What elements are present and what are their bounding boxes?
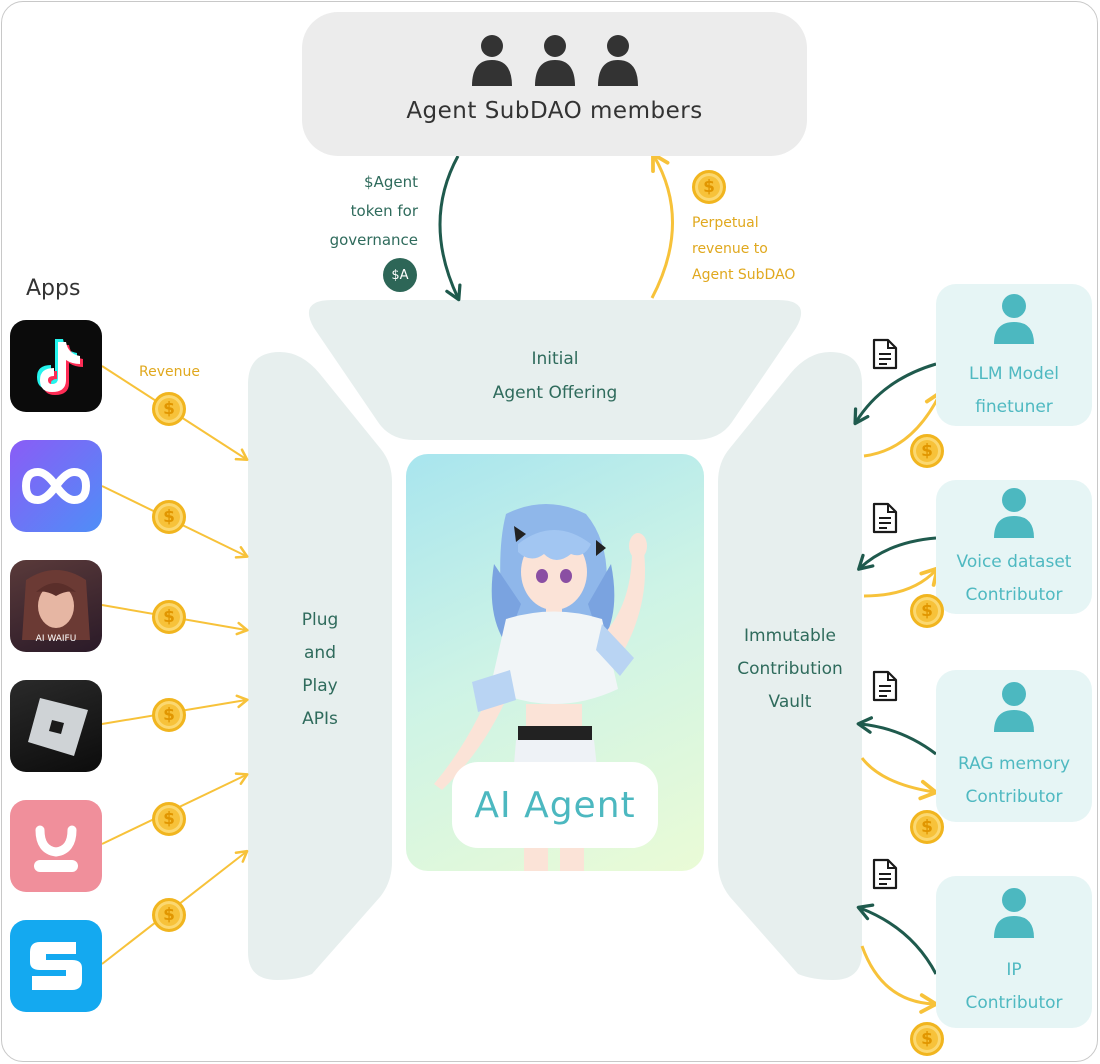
heart-chat-logo [10,800,102,892]
contribution-vault-label: Immutable Contribution Vault [722,620,858,719]
member-icon-3 [596,32,640,86]
document-icon [872,502,898,534]
contributor-line-2: Contributor [936,579,1092,612]
contributor-line-1: Voice dataset [936,546,1092,579]
ai-waifu-app-icon[interactable]: AI WAIFU [10,560,102,652]
roblox-app-icon[interactable] [10,680,102,772]
coin-icon: $ [152,802,186,836]
contributor-llm-finetuner: LLM Model finetuner [936,284,1092,426]
revenue-up-arrow [652,156,673,298]
contributor-voice-dataset: Voice dataset Contributor [936,480,1092,614]
person-icon [994,292,1034,344]
apps-title: Apps [26,276,80,301]
coin-icon: $ [152,600,186,634]
tiktok-logo [10,320,102,412]
document-icon [872,858,898,890]
governance-line-2: token for [302,197,418,226]
contributor-line-2: Contributor [936,987,1092,1020]
heart-chat-app-icon[interactable] [10,800,102,892]
contributor-line-2: Contributor [936,781,1092,814]
initial-offering-label: Initial Agent Offering [432,342,678,410]
governance-arrow [440,156,458,298]
governance-line-1: $Agent [302,168,418,197]
perpetual-line-2: revenue to [692,236,832,262]
contributor-label: Voice dataset Contributor [936,546,1092,612]
apis-line-1: Plug [260,604,380,637]
governance-line-3: governance [302,226,418,255]
ai-agent-label: AI Agent [452,762,658,848]
coin-icon: $ [152,898,186,932]
coin-icon: $ [152,392,186,426]
apis-line-2: and [260,637,380,670]
revenue-label: Revenue [139,364,200,380]
contributor-line-1: LLM Model [936,358,1092,391]
member-icon-2 [533,32,577,86]
vault-line-3: Vault [722,686,858,719]
coin-icon: $ [910,810,944,844]
apis-line-3: Play [260,670,380,703]
document-icon [872,338,898,370]
governance-label: $Agent token for governance [302,168,418,255]
person-icon [994,486,1034,538]
contributor-label: RAG memory Contributor [936,748,1092,814]
contributor-ip: IP Contributor [936,876,1092,1028]
person-icon [994,886,1034,938]
coin-icon: $ [152,698,186,732]
document-icon [872,670,898,702]
sandbox-app-icon[interactable] [10,920,102,1012]
app-revenue-arrows [102,366,246,964]
coin-icon: $ [152,500,186,534]
contributor-line-1: IP [936,954,1092,987]
contributor-label: LLM Model finetuner [936,358,1092,424]
offering-line-1: Initial [432,342,678,376]
coin-icon: $ [692,170,726,204]
vault-line-1: Immutable [722,620,858,653]
plug-and-play-label: Plug and Play APIs [260,604,380,736]
contributor-rag-memory: RAG memory Contributor [936,670,1092,822]
coin-icon: $ [910,594,944,628]
roblox-logo [10,680,102,772]
perpetual-line-3: Agent SubDAO [692,262,832,288]
coin-icon: $ [910,1022,944,1056]
coin-icon: $ [910,434,944,468]
contributor-label: IP Contributor [936,954,1092,1020]
agent-token-badge: $A [383,258,417,292]
person-icon [994,680,1034,732]
tiktok-app-icon[interactable] [10,320,102,412]
contributor-line-2: finetuner [936,391,1092,424]
subdao-title: Agent SubDAO members [302,98,807,124]
offering-line-2: Agent Offering [432,376,678,410]
ai-waifu-label: AI WAIFU [10,634,102,644]
infinity-app-icon[interactable] [10,440,102,532]
vault-line-2: Contribution [722,653,858,686]
apis-line-4: APIs [260,703,380,736]
perpetual-line-1: Perpetual [692,210,832,236]
perpetual-revenue-label: Perpetual revenue to Agent SubDAO [692,210,832,288]
member-icon-1 [470,32,514,86]
sandbox-logo [10,920,102,1012]
infinity-logo [10,440,102,532]
contributor-line-1: RAG memory [936,748,1092,781]
